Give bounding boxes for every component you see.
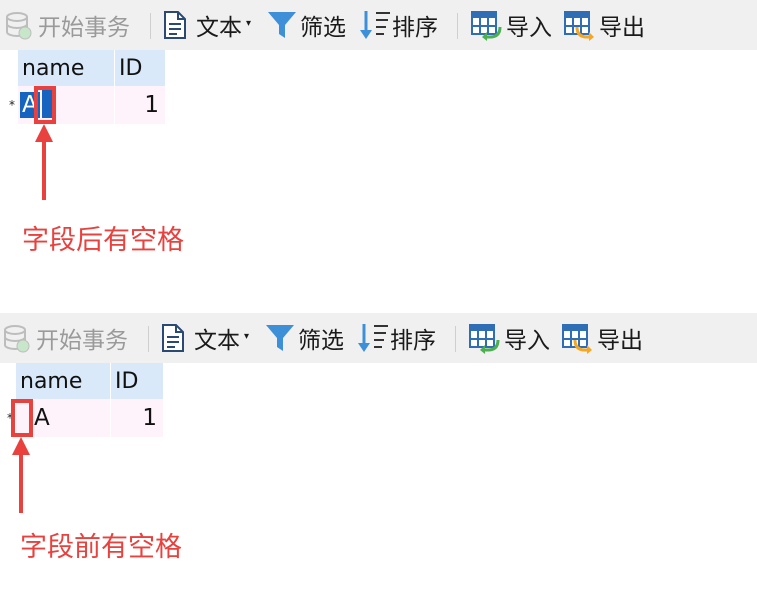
- text-view-button[interactable]: 文本 ▾: [162, 0, 251, 50]
- begin-transaction-button[interactable]: 开始事务: [2, 313, 128, 363]
- id-cell[interactable]: 1: [115, 86, 165, 124]
- filter-button[interactable]: 筛选: [264, 313, 344, 363]
- export-label: 导出: [597, 328, 643, 354]
- begin-transaction-label: 开始事务: [38, 15, 130, 41]
- export-button[interactable]: 导出: [563, 0, 645, 50]
- column-header-id[interactable]: ID: [111, 363, 163, 399]
- export-table-icon: [561, 322, 593, 354]
- sort-button[interactable]: 排序: [358, 0, 438, 50]
- filter-label: 筛选: [298, 328, 344, 354]
- text-view-button[interactable]: 文本 ▾: [160, 313, 249, 363]
- import-label: 导入: [506, 15, 552, 41]
- column-header-name[interactable]: name: [16, 363, 110, 399]
- id-cell[interactable]: 1: [111, 399, 163, 437]
- toolbar: 开始事务 文本 ▾ 筛选 排序 导入: [0, 0, 757, 50]
- toolbar-divider: [150, 13, 151, 39]
- row-marker: *: [9, 98, 15, 112]
- sort-label: 排序: [390, 328, 436, 354]
- sort-icon: [358, 8, 392, 42]
- document-icon: [162, 10, 188, 40]
- toolbar-divider: [455, 326, 456, 352]
- import-button[interactable]: 导入: [468, 313, 550, 363]
- export-table-icon: [563, 9, 595, 41]
- text-view-label: 文本: [194, 328, 240, 354]
- arrow-shaft: [42, 140, 46, 200]
- import-table-icon: [468, 322, 500, 354]
- arrow-shaft: [19, 453, 23, 513]
- arrow-up-icon: [12, 437, 30, 455]
- column-header-id[interactable]: ID: [115, 50, 165, 86]
- dropdown-caret-icon: ▾: [246, 17, 252, 29]
- text-view-label: 文本: [196, 15, 242, 41]
- export-button[interactable]: 导出: [561, 313, 643, 363]
- row-marker: *: [7, 411, 13, 425]
- annotation-label: 字段后有空格: [22, 225, 184, 256]
- import-label: 导入: [504, 328, 550, 354]
- annotation-label: 字段前有空格: [20, 532, 182, 563]
- dropdown-caret-icon: ▾: [244, 330, 250, 342]
- import-table-icon: [470, 9, 502, 41]
- column-header-name[interactable]: name: [18, 50, 114, 86]
- import-button[interactable]: 导入: [470, 0, 552, 50]
- toolbar-divider: [457, 13, 458, 39]
- filter-icon: [264, 322, 296, 354]
- highlight-box: [34, 86, 56, 124]
- filter-button[interactable]: 筛选: [266, 0, 346, 50]
- arrow-up-icon: [35, 124, 53, 142]
- database-icon: [2, 323, 30, 353]
- begin-transaction-label: 开始事务: [36, 328, 128, 354]
- highlight-box: [11, 399, 33, 437]
- sort-button[interactable]: 排序: [356, 313, 436, 363]
- sort-label: 排序: [392, 15, 438, 41]
- database-icon: [4, 10, 32, 40]
- sort-icon: [356, 321, 390, 355]
- document-icon: [160, 323, 186, 353]
- toolbar: 开始事务 文本 ▾ 筛选 排序 导入: [0, 313, 757, 363]
- export-label: 导出: [599, 15, 645, 41]
- name-cell[interactable]: A: [18, 86, 114, 124]
- filter-label: 筛选: [300, 15, 346, 41]
- toolbar-divider: [148, 326, 149, 352]
- filter-icon: [266, 9, 298, 41]
- begin-transaction-button[interactable]: 开始事务: [4, 0, 130, 50]
